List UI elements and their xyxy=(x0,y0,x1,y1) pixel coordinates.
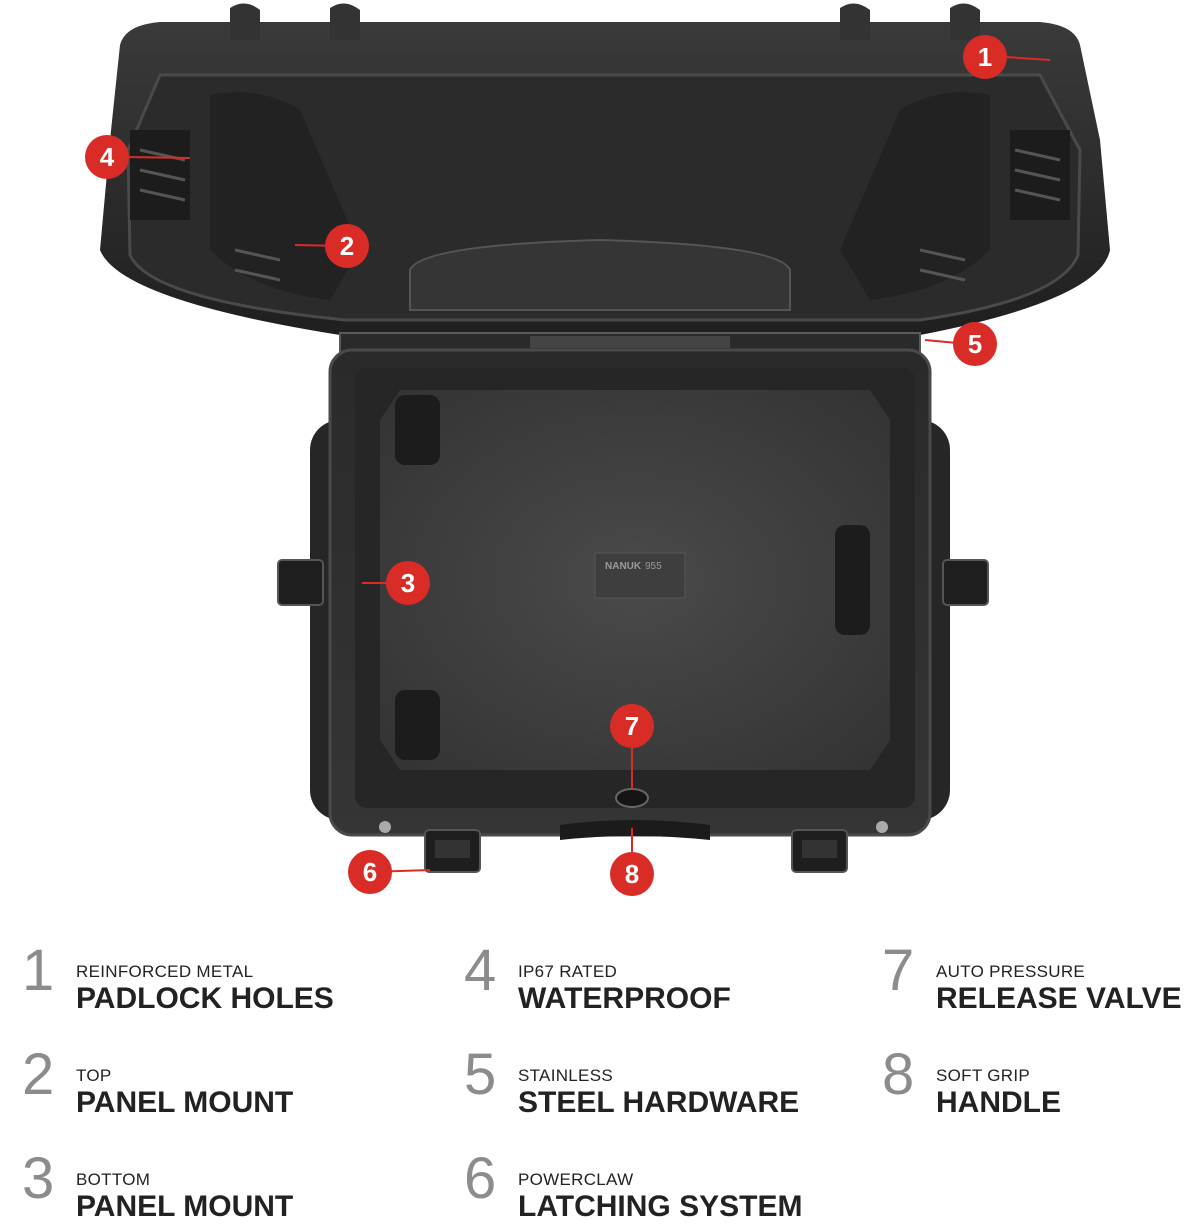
feature-item: 8 SOFT GRIP HANDLE xyxy=(882,1046,1200,1126)
feature-number: 8 xyxy=(882,1042,915,1107)
side-handle-right xyxy=(942,559,989,606)
feature-subtitle: AUTO PRESSURE xyxy=(936,962,1086,981)
feature-title: WATERPROOF xyxy=(518,982,731,1015)
callout-4: 4 xyxy=(85,135,129,179)
feature-item: 6 POWERCLAW LATCHING SYSTEM xyxy=(464,1150,824,1230)
callout-6: 6 xyxy=(348,850,392,894)
feature-title: PANEL MOUNT xyxy=(76,1190,294,1223)
svg-text:8: 8 xyxy=(625,859,639,889)
bottom-panel-mount-bottom xyxy=(395,690,440,760)
powerclaw-latch-right xyxy=(791,829,848,873)
feature-number: 7 xyxy=(882,938,915,1003)
feature-item: 4 IP67 RATED WATERPROOF xyxy=(464,942,824,1022)
brand-label-plate xyxy=(594,552,686,599)
feature-number: 4 xyxy=(464,938,497,1003)
feature-subtitle: STAINLESS xyxy=(518,1066,613,1085)
callout-5: 5 xyxy=(953,322,997,366)
feature-subtitle: POWERCLAW xyxy=(518,1170,634,1189)
feature-title: LATCHING SYSTEM xyxy=(518,1190,803,1223)
svg-text:1: 1 xyxy=(978,42,992,72)
svg-text:3: 3 xyxy=(401,568,415,598)
feature-subtitle: BOTTOM xyxy=(76,1170,151,1189)
callout-2: 2 xyxy=(325,224,369,268)
feature-number: 1 xyxy=(22,938,55,1003)
feature-number: 6 xyxy=(464,1146,497,1211)
powerclaw-latch-left xyxy=(424,829,481,873)
case-base: NANUK 955 xyxy=(277,348,989,873)
svg-text:2: 2 xyxy=(340,231,354,261)
feature-number: 2 xyxy=(22,1042,55,1107)
feature-number: 3 xyxy=(22,1146,55,1211)
feature-item: 7 AUTO PRESSURE RELEASE VALVE xyxy=(882,942,1200,1022)
bottom-panel-mount-top xyxy=(395,395,440,465)
feature-number: 5 xyxy=(464,1042,497,1107)
side-handle-left xyxy=(277,559,324,606)
svg-text:7: 7 xyxy=(625,711,639,741)
feature-title: STEEL HARDWARE xyxy=(518,1086,800,1119)
svg-text:4: 4 xyxy=(100,142,115,172)
feature-legend: 1 REINFORCED METAL PADLOCK HOLES 2 TOP P… xyxy=(0,920,1200,1223)
pressure-valve xyxy=(615,788,649,808)
svg-text:6: 6 xyxy=(363,857,377,887)
feature-item: 1 REINFORCED METAL PADLOCK HOLES xyxy=(22,942,382,1022)
brand-label-text: NANUK xyxy=(605,561,642,572)
case-product-image: NANUK 955 1 xyxy=(85,3,1110,896)
callout-8: 8 xyxy=(610,852,654,896)
feature-title: RELEASE VALVE xyxy=(936,982,1182,1015)
callout-7: 7 xyxy=(610,704,654,748)
feature-subtitle: REINFORCED METAL xyxy=(76,962,254,981)
svg-text:5: 5 xyxy=(968,329,982,359)
case-lid xyxy=(100,3,1110,335)
feature-item: 2 TOP PANEL MOUNT xyxy=(22,1046,382,1126)
callout-1: 1 xyxy=(963,35,1007,79)
feature-subtitle: SOFT GRIP xyxy=(936,1066,1031,1085)
feature-subtitle: TOP xyxy=(76,1066,112,1085)
model-label-text: 955 xyxy=(645,561,662,572)
front-handle xyxy=(560,820,710,840)
feature-item: 3 BOTTOM PANEL MOUNT xyxy=(22,1150,382,1230)
feature-title: PANEL MOUNT xyxy=(76,1086,294,1119)
feature-item: 5 STAINLESS STEEL HARDWARE xyxy=(464,1046,824,1126)
feature-title: PADLOCK HOLES xyxy=(76,982,334,1015)
callout-3: 3 xyxy=(386,561,430,605)
feature-subtitle: IP67 RATED xyxy=(518,962,618,981)
feature-title: HANDLE xyxy=(936,1086,1061,1119)
